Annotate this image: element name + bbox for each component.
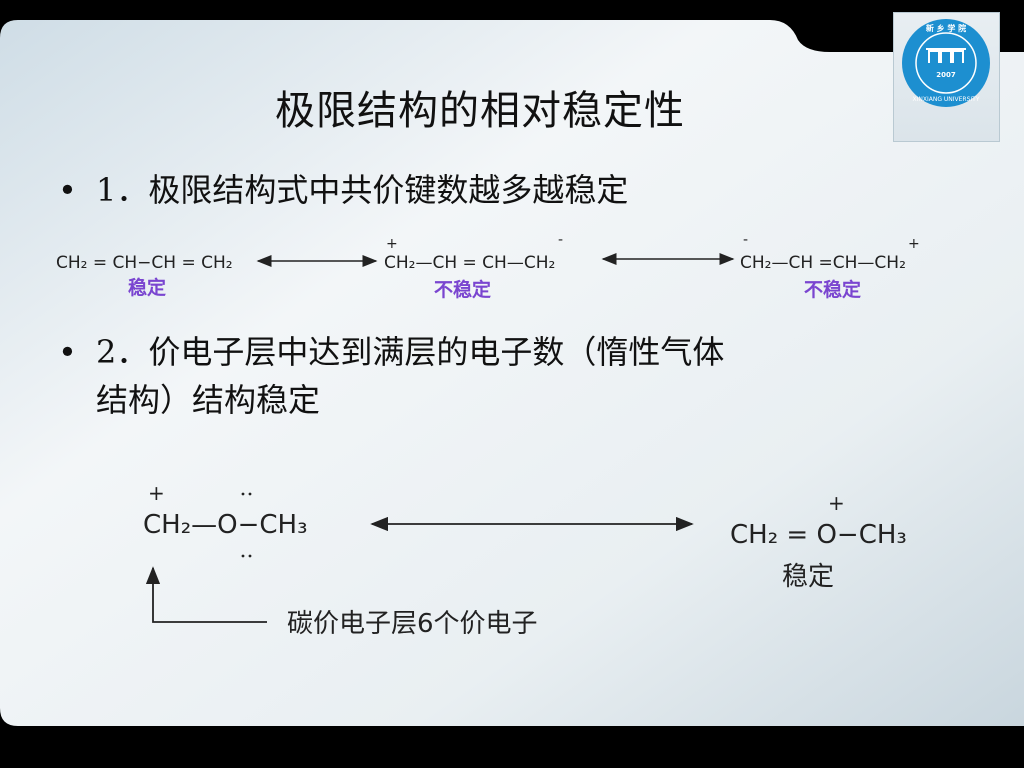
- university-seal-icon: 2007 新 乡 学 院 XINXIANG UNIVERSITY: [902, 19, 990, 107]
- pointer-arrow: [145, 566, 267, 623]
- bullet-2-text-line1: 2．价电子层中达到满层的电子数（惰性气体: [96, 333, 725, 371]
- structure-2-left: CH₂—O−CH₃: [143, 510, 308, 540]
- bullet-2-text-line2: 结构）结构稳定: [96, 381, 321, 419]
- slide-title: 极限结构的相对稳定性: [275, 88, 685, 134]
- logo-chinese-name: 新 乡 学 院: [926, 23, 966, 33]
- label-stable-1: 稳定: [128, 276, 166, 299]
- structure-1-left: CH₂ = CH−CH = CH₂: [56, 253, 233, 273]
- bullet-1-text: 1．极限结构式中共价键数越多越稳定: [96, 171, 629, 209]
- label-stable-2: 稳定: [782, 562, 834, 592]
- charge-minus-1: -: [558, 232, 563, 248]
- logo-year: 2007: [936, 71, 956, 79]
- carbon-note: 碳价电子层6个价电子: [287, 609, 538, 639]
- label-unstable-2: 不稳定: [804, 278, 861, 301]
- logo-ring-text: XINXIANG UNIVERSITY: [912, 96, 979, 103]
- structure-1-right: CH₂—CH =CH—CH₂: [740, 253, 906, 273]
- charge-plus-4: +: [828, 491, 845, 515]
- charge-plus-3: +: [148, 481, 165, 505]
- label-unstable-1: 不稳定: [434, 278, 491, 301]
- bullet-2: • 2．价电子层中达到满层的电子数（惰性气体 结构）结构稳定: [58, 328, 898, 424]
- charge-plus-2: +: [908, 236, 920, 252]
- structure-1-middle: CH₂—CH = CH—CH₂: [384, 253, 555, 273]
- charge-minus-2: -: [743, 232, 748, 248]
- bullet-1: • 1．极限结构式中共价键数越多越稳定: [58, 166, 628, 214]
- university-logo: 2007 新 乡 学 院 XINXIANG UNIVERSITY: [893, 12, 1000, 142]
- bullet-dot: •: [58, 171, 77, 209]
- bullet-dot: •: [58, 333, 77, 371]
- structure-2-right: CH₂ = O−CH₃: [730, 520, 907, 550]
- charge-plus-1: +: [386, 236, 398, 252]
